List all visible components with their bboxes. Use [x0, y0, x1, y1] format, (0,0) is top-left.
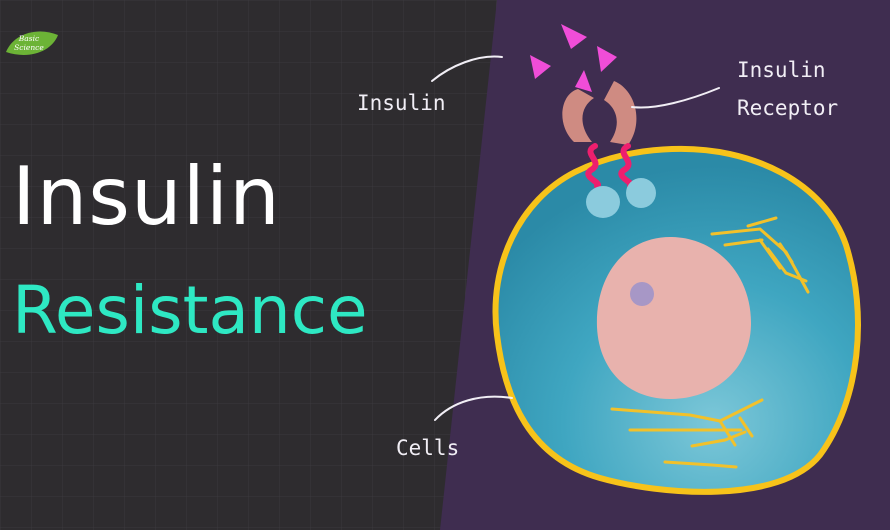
insulin-molecule [561, 24, 587, 49]
insulin-molecule [597, 46, 617, 72]
nucleus [596, 236, 752, 400]
insulin-receptor [562, 81, 656, 218]
endoplasmic-reticulum-lower [610, 398, 764, 469]
nucleolus [630, 282, 654, 306]
insulin-molecules [530, 24, 617, 92]
label-insulin-receptor-line1: Insulin [737, 58, 826, 82]
receptor-base-right [626, 178, 656, 208]
logo-text-line1: Basic [18, 34, 40, 43]
receptor-subunit-left [562, 89, 594, 142]
insulin-leader-line [431, 55, 503, 82]
insulin-molecule [575, 70, 592, 92]
logo-leaf-icon [6, 31, 58, 55]
logo-text-line2: Science [14, 43, 44, 52]
title-accent: Resistance [12, 272, 368, 349]
insulin-molecule [530, 55, 551, 79]
logo: Basic Science [4, 33, 56, 61]
receptor-subunit-right [604, 81, 637, 145]
receptor-linker-right [618, 143, 635, 189]
receptor-linker-left [585, 143, 602, 189]
receptor-base-left [586, 186, 620, 218]
title-primary: Insulin [12, 150, 281, 243]
cells-leader-line [434, 395, 513, 421]
label-insulin-receptor-line2: Receptor [737, 96, 839, 120]
label-cells: Cells [396, 436, 460, 460]
label-insulin: Insulin [357, 91, 446, 115]
endoplasmic-reticulum-upper [710, 216, 810, 294]
receptor-leader-line [631, 87, 720, 109]
